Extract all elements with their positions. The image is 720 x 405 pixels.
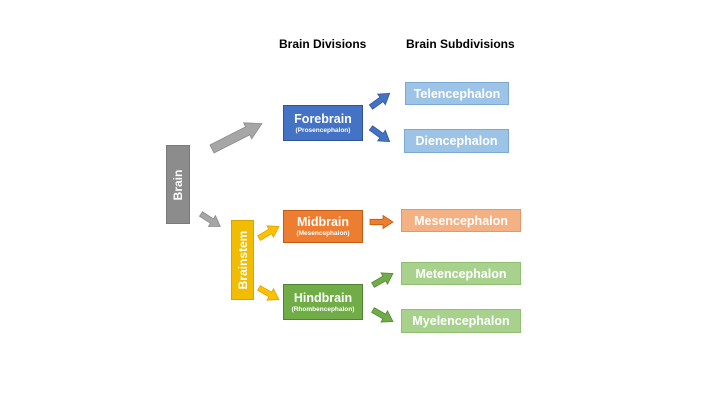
node-hindbrain-label: Hindbrain — [293, 290, 353, 305]
node-brainstem-label: Brainstem — [235, 230, 250, 290]
node-forebrain-label: Forebrain — [294, 111, 352, 126]
arrow-midbrain-to-mesencephalon — [369, 215, 394, 229]
node-midbrain-sublabel: (Mesencephalon) — [296, 230, 350, 237]
arrow-hindbrain-to-myelencephalon — [369, 303, 397, 328]
node-telencephalon: Telencephalon — [405, 82, 509, 105]
node-mesencephalon: Mesencephalon — [401, 209, 521, 232]
arrow-forebrain-to-telencephalon — [366, 87, 394, 113]
node-brainstem: Brainstem — [231, 220, 254, 300]
node-myelencephalon: Myelencephalon — [401, 309, 521, 333]
arrow-brainstem-to-midbrain — [255, 220, 283, 245]
arrow-forebrain-to-diencephalon — [366, 122, 394, 148]
node-midbrain: Midbrain (Mesencephalon) — [283, 210, 363, 243]
node-midbrain-label: Midbrain — [296, 215, 350, 229]
node-hindbrain: Hindbrain (Rhombencephalon) — [283, 284, 363, 320]
arrow-brain-to-brainstem — [196, 208, 225, 233]
node-forebrain: Forebrain (Prosencephalon) — [283, 105, 363, 141]
node-diencephalon-label: Diencephalon — [415, 134, 498, 148]
node-metencephalon: Metencephalon — [401, 262, 521, 285]
node-myelencephalon-label: Myelencephalon — [412, 314, 510, 328]
header-brain-subdivisions: Brain Subdivisions — [406, 37, 515, 51]
node-mesencephalon-label: Mesencephalon — [414, 213, 508, 228]
node-hindbrain-sublabel: (Rhombencephalon) — [291, 305, 355, 313]
node-forebrain-sublabel: (Prosencephalon) — [295, 126, 351, 134]
node-brain: Brain — [166, 145, 190, 224]
node-telencephalon-label: Telencephalon — [413, 86, 501, 101]
node-metencephalon-label: Metencephalon — [415, 266, 507, 281]
arrow-hindbrain-to-metencephalon — [369, 267, 397, 292]
node-brain-label: Brain — [171, 169, 185, 200]
node-diencephalon: Diencephalon — [404, 129, 509, 153]
header-brain-divisions: Brain Divisions — [279, 37, 367, 51]
arrow-brain-to-forebrain — [207, 115, 267, 158]
arrow-brainstem-to-hindbrain — [255, 281, 283, 306]
